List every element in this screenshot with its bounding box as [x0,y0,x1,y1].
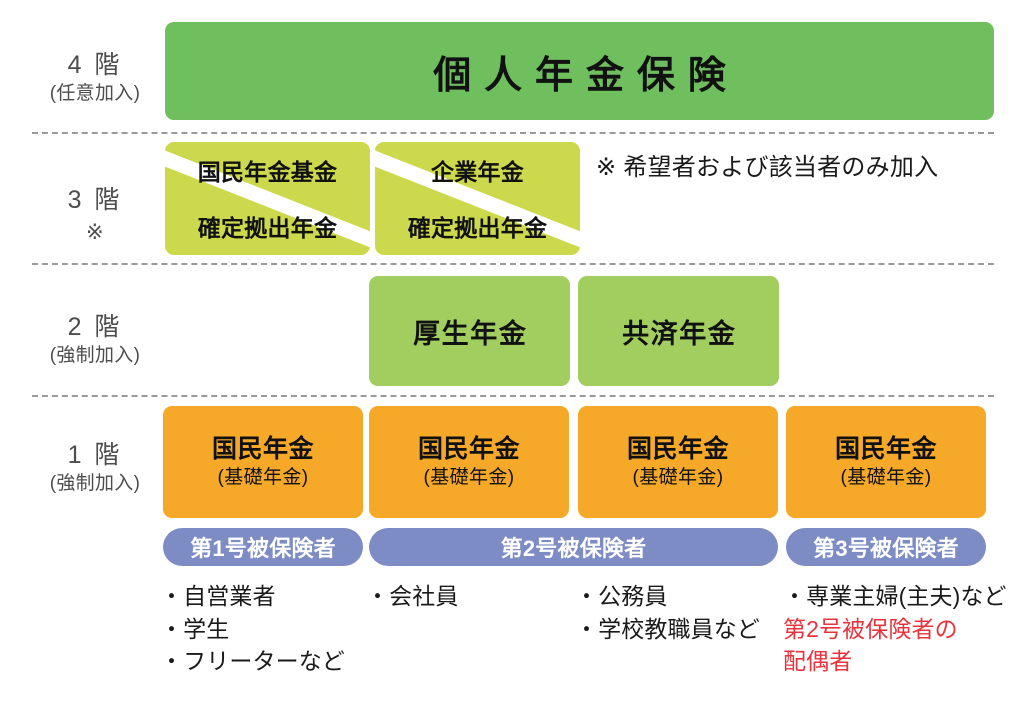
tier-label-4-sub: (任意加入) [49,83,141,105]
bullets-category-3: ・専業主婦(主夫)など 第2号被保険者の 配偶者 [783,580,1023,678]
floor3-box-2-bottom-label: 確定拠出年金 [407,215,548,241]
tier-label-4: 4 階 (任意加入) [30,50,160,106]
divider-3-2 [32,263,994,265]
tier-label-2-sub: (強制加入) [49,345,141,367]
floor2-box-kosei-nenkin: 厚生年金 [369,276,570,386]
pill-category-2-label: 第2号被保険者 [500,536,647,561]
pill-category-1: 第1号被保険者 [163,528,363,566]
list-item: ・学校教職員など [575,615,760,642]
floor3-box-2-top-label: 企業年金 [431,159,524,185]
tier-label-2-main: 2 階 [67,313,123,341]
list-item-highlight: 配偶者 [783,648,853,675]
floor4-box-personal-pension: 個人年金保険 [165,22,994,120]
bullets-category-2-col-b: ・公務員 ・学校教職員など [575,580,785,645]
tier-label-3-sub: ※ [86,221,104,245]
tier-label-1-sub: (強制加入) [49,473,141,495]
floor1-box-1-main: 国民年金 [211,434,314,463]
floor3-note: ※ 希望者および該当者のみ加入 [596,154,939,181]
floor3-box-1-top-label: 国民年金基金 [197,159,338,185]
divider-4-3 [32,132,994,134]
pill-category-3-label: 第3号被保険者 [813,536,959,561]
floor1-box-2-sub: (基礎年金) [423,467,515,489]
list-item: ・フリーターなど [160,648,345,675]
floor3-box-1-bottom-label: 確定拠出年金 [197,215,338,241]
list-item: ・専業主婦(主夫)など [783,583,1007,609]
tier-label-3-main: 3 階 [67,186,123,214]
tier-label-3: 3 階 ※ [30,185,160,247]
floor1-box-1: 国民年金 (基礎年金) [163,406,363,518]
bullets-category-1: ・自営業者 ・学生 ・フリーターなど [160,580,360,678]
floor1-box-3-main: 国民年金 [626,434,729,463]
list-item: ・学生 [160,615,230,642]
floor1-box-1-sub: (基礎年金) [217,467,309,489]
list-item-highlight: 第2号被保険者の [783,615,958,642]
floor2-box-2-label: 共済年金 [622,318,737,349]
floor4-box-label: 個人年金保険 [433,54,739,97]
floor1-box-3-sub: (基礎年金) [632,467,724,489]
floor2-box-kyosai-nenkin: 共済年金 [578,276,779,386]
bullets-category-2-col-a: ・会社員 [366,580,566,613]
floor1-box-4: 国民年金 (基礎年金) [786,406,986,518]
list-item: ・自営業者 [160,583,276,609]
floor2-box-1-label: 厚生年金 [413,318,528,349]
pill-category-3: 第3号被保険者 [786,528,986,566]
floor1-box-2-main: 国民年金 [417,434,520,463]
tier-label-2: 2 階 (強制加入) [30,312,160,368]
floor1-box-4-sub: (基礎年金) [840,467,932,489]
floor1-box-2: 国民年金 (基礎年金) [369,406,569,518]
tier-label-4-main: 4 階 [67,51,123,79]
list-item: ・公務員 [575,583,668,609]
list-item: ・会社員 [366,583,459,609]
tier-label-1: 1 階 (強制加入) [30,440,160,496]
divider-2-1 [32,395,994,397]
pill-category-2: 第2号被保険者 [369,528,778,566]
floor1-box-4-main: 国民年金 [834,434,937,463]
floor3-box-kokumin-kikin: 国民年金基金 確定拠出年金 [165,142,370,255]
tier-label-1-main: 1 階 [67,441,123,469]
pill-category-1-label: 第1号被保険者 [190,536,336,561]
floor3-box-kigyo-nenkin: 企業年金 確定拠出年金 [375,142,580,255]
floor1-box-3: 国民年金 (基礎年金) [578,406,778,518]
